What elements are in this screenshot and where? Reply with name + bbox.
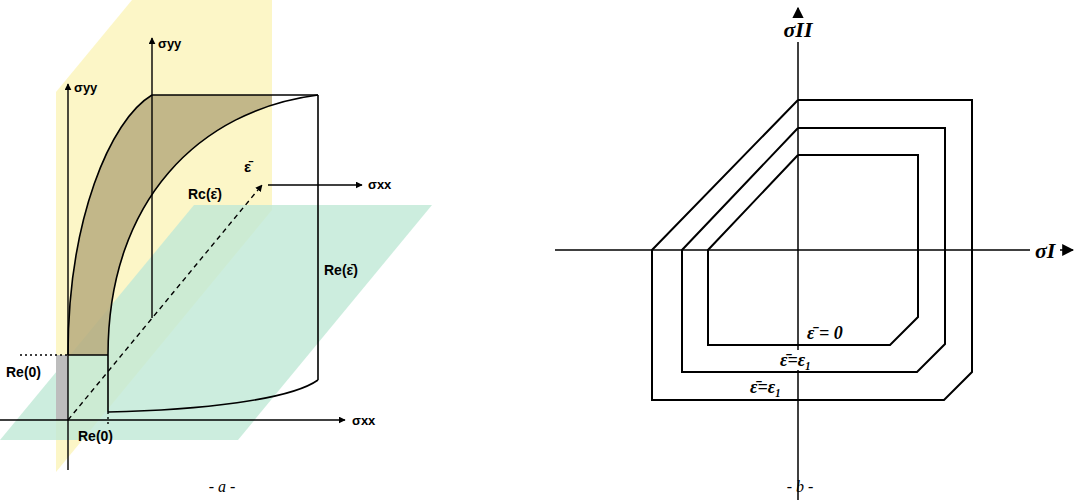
subfigure-caption: - a -: [209, 478, 236, 496]
surface-label: Re(ε̄): [324, 262, 358, 278]
sigma-yy-axis: [151, 38, 152, 318]
yield-stress-label: Re(0): [6, 364, 41, 380]
surface-edge: [68, 354, 108, 356]
yield-locus: [682, 128, 945, 372]
surface-edge: [108, 95, 318, 355]
surface-edge: [317, 95, 319, 380]
sigma-i-arrow: [1060, 249, 1073, 251]
dotted-guide: [107, 412, 108, 424]
sigma-xx-axis: [268, 184, 362, 185]
locus-label: ε̄=ε₁: [778, 350, 813, 370]
subfigure-caption: - b -: [787, 478, 814, 496]
initial-yield-band: [56, 355, 68, 420]
sigma-ii-axis: [797, 8, 799, 500]
axis-label: σI: [1033, 239, 1057, 263]
axis-label: ε̄: [244, 158, 251, 175]
yield-locus: [708, 155, 918, 345]
surface-edge: [152, 94, 318, 96]
axis-label: σxx: [368, 177, 391, 192]
green-plane: [0, 205, 432, 440]
axis-label: σII: [782, 18, 815, 42]
locus-label: ε̄ = 0: [805, 323, 845, 343]
dotted-guide: [20, 354, 68, 355]
locus-label: ε̄=ε₁: [748, 377, 783, 397]
surface-edge: [108, 380, 318, 412]
sigma-i-axis: [555, 249, 1030, 251]
sigma-xx-axis: [0, 419, 345, 420]
strain-axis: [68, 185, 262, 420]
sigma-yy-axis: [67, 84, 68, 470]
surface-shading: [68, 95, 318, 355]
yield-locus: [652, 100, 972, 400]
surface-edge: [107, 355, 109, 412]
axis-label: σyy: [158, 36, 181, 51]
axis-label: σxx: [352, 413, 375, 428]
axis-label: σyy: [74, 80, 97, 95]
yield-stress-label: Re(0): [78, 428, 113, 444]
surface-label: Rc(ε̄): [188, 186, 222, 202]
